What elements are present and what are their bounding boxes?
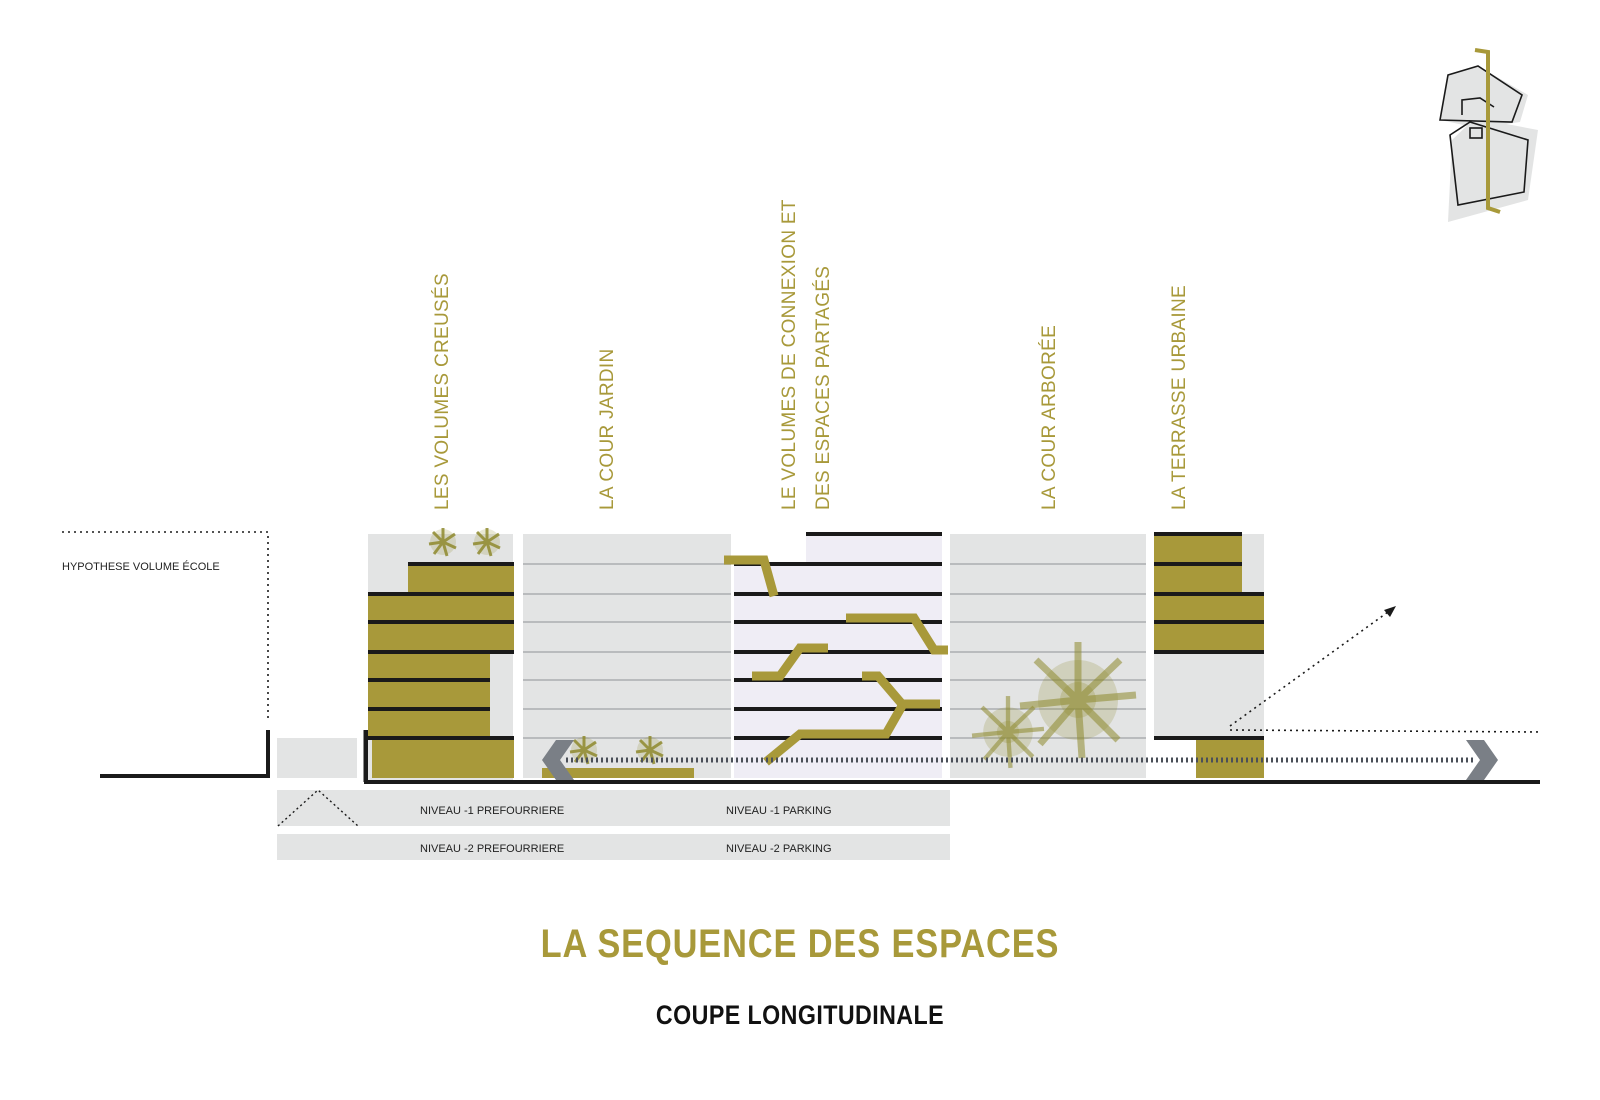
underground-levels: NIVEAU -1 PREFOURRIERE NIVEAU -1 PARKING… xyxy=(277,789,950,860)
school-volume-hypothesis: HYPOTHESE VOLUME ÉCOLE xyxy=(62,531,269,718)
niveau-m2-parking-label: NIVEAU -2 PARKING xyxy=(726,843,832,855)
label-cour-jardin: LA COUR JARDIN xyxy=(597,348,618,510)
niveau-m2-prefourriere-label: NIVEAU -2 PREFOURRIERE xyxy=(420,843,564,855)
block-volumes-connexion xyxy=(724,532,948,778)
page-title: LA SEQUENCE DES ESPACES xyxy=(540,922,1060,966)
double-arrow-icon xyxy=(542,740,1498,780)
niveau-m1-parking-label: NIVEAU -1 PARKING xyxy=(726,805,832,817)
label-cour-arboree: LA COUR ARBORÉE xyxy=(1039,325,1060,510)
label-terrasse-urbaine: LA TERRASSE URBAINE xyxy=(1169,285,1190,510)
label-volumes-creuses: LES VOLUMES CREUSÉS xyxy=(432,273,453,510)
block-cour-arboree xyxy=(950,534,1146,778)
label-volumes-connexion-line1: LE VOLUMES DE CONNEXION ET xyxy=(779,199,800,510)
entrance-block xyxy=(277,738,357,778)
view-lines xyxy=(1229,611,1541,733)
ground-line xyxy=(100,730,1540,784)
label-volumes-connexion-line2: DES ESPACES PARTAGÉS xyxy=(813,266,834,510)
block-cour-jardin xyxy=(523,534,731,778)
page-subtitle: COUPE LONGITUDINALE xyxy=(655,1000,945,1030)
site-plan-icon xyxy=(1439,48,1538,222)
hypothese-label: HYPOTHESE VOLUME ÉCOLE xyxy=(62,560,220,573)
block-volumes-creuses xyxy=(368,526,514,780)
block-terrasse-urbaine xyxy=(1154,532,1264,778)
niveau-m1-prefourriere-label: NIVEAU -1 PREFOURRIERE xyxy=(420,805,564,817)
